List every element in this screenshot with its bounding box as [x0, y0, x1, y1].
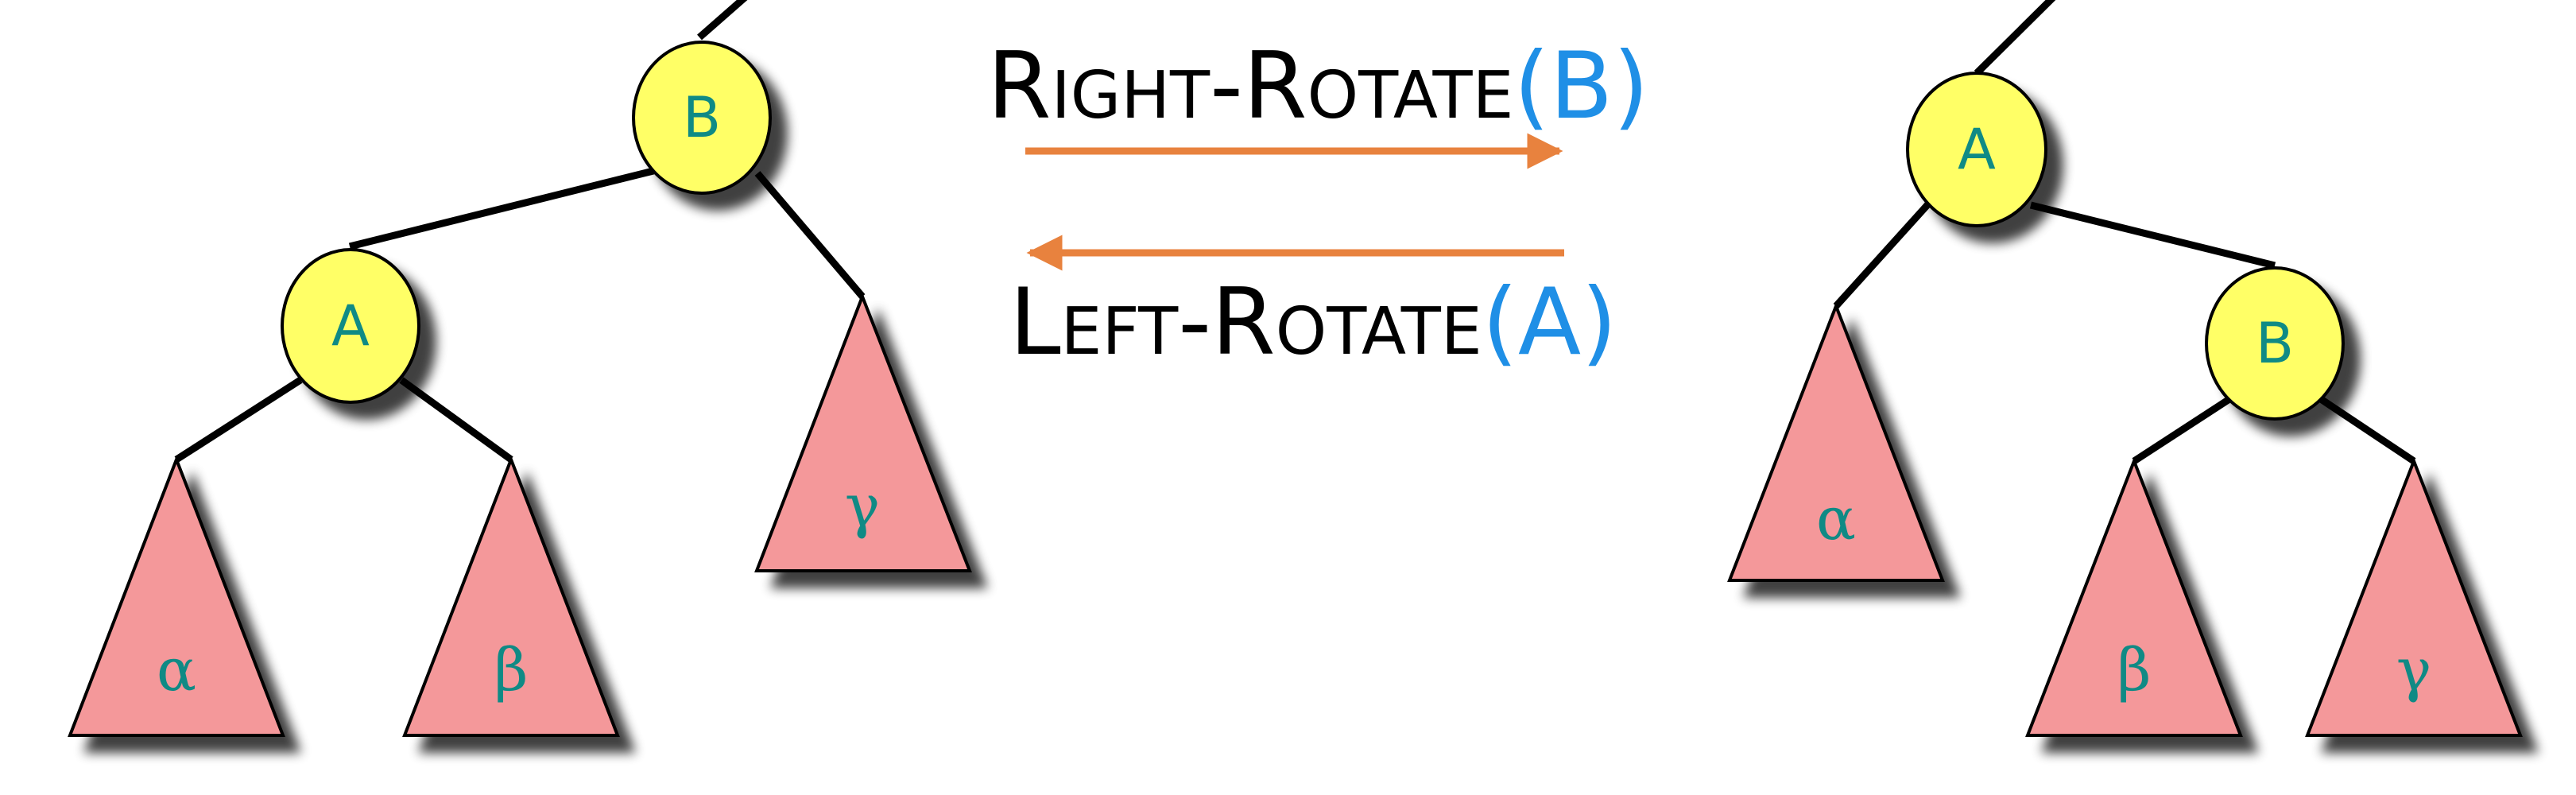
right-rotate-name-rest: IGHT — [1052, 58, 1211, 134]
left-edge-a-beta — [399, 377, 513, 463]
left-node-b: B — [632, 41, 772, 195]
left-node-b-label: B — [683, 85, 721, 150]
right-tree: α β γ A B — [1727, 0, 2523, 737]
right-subtree-alpha-label: α — [1816, 485, 1856, 553]
right-rotate-name-initial: R — [987, 33, 1052, 140]
left-subtree-gamma-label: γ — [845, 472, 880, 541]
left-rotate-open-paren: ( — [1482, 269, 1518, 376]
left-subtree-alpha-label: α — [157, 636, 196, 704]
left-edge-a-alpha — [174, 377, 303, 463]
left-subtree-alpha: α — [68, 455, 285, 737]
left-rotate-name-initial2: R — [1211, 269, 1276, 376]
left-rotate-name-initial: L — [1009, 269, 1061, 376]
left-rotate-arg: A — [1518, 269, 1581, 376]
right-rotate-name-initial2: R — [1243, 33, 1307, 140]
left-rotate-name-rest: EFT — [1061, 294, 1180, 370]
right-edge-b-gamma — [2318, 396, 2416, 464]
right-subtree-beta-label: β — [2117, 636, 2152, 704]
left-rotate-close-paren: ) — [1581, 269, 1617, 376]
right-subtree-beta: β — [2025, 456, 2243, 737]
left-subtree-gamma: γ — [754, 292, 972, 572]
left-edge-b-gamma — [754, 171, 866, 299]
right-edge-b-beta — [2132, 396, 2232, 464]
left-rotate-name-rest2: OTATE — [1276, 294, 1482, 370]
right-node-a-label: A — [1958, 117, 1996, 182]
right-node-b: B — [2205, 266, 2345, 421]
right-node-b-label: B — [2256, 311, 2294, 376]
left-subtree-beta: β — [402, 455, 620, 737]
right-rotate-arg: B — [1550, 33, 1613, 140]
left-edge-b-a — [348, 167, 655, 250]
right-node-a: A — [1906, 72, 2047, 227]
left-rotate-label: LEFT-ROTATE(A) — [1009, 269, 1617, 376]
right-subtree-alpha: α — [1727, 301, 1945, 582]
left-node-a-label: A — [331, 293, 370, 359]
right-rotate-label: RIGHT-ROTATE(B) — [987, 33, 1649, 140]
right-subtree-gamma: γ — [2305, 456, 2523, 737]
left-edge-parent — [697, 0, 748, 41]
operations: RIGHT-ROTATE(B) LEFT-ROTATE(A) — [987, 33, 1649, 376]
left-rotate-name-dash: - — [1178, 269, 1211, 376]
left-tree: α β γ B A — [68, 0, 972, 737]
left-subtree-beta-label: β — [494, 636, 529, 704]
right-subtree-gamma-label: γ — [2396, 636, 2431, 704]
right-rotate-open-paren: ( — [1513, 33, 1549, 140]
right-edge-a-b — [2029, 201, 2276, 270]
left-node-a: A — [281, 248, 420, 404]
right-rotate-name-rest2: OTATE — [1307, 58, 1514, 134]
right-rotate-close-paren: ) — [1613, 33, 1648, 140]
right-edge-parent — [1974, 0, 2056, 76]
right-rotate-name-dash: - — [1210, 33, 1243, 140]
right-edge-a-alpha — [1833, 196, 1936, 309]
